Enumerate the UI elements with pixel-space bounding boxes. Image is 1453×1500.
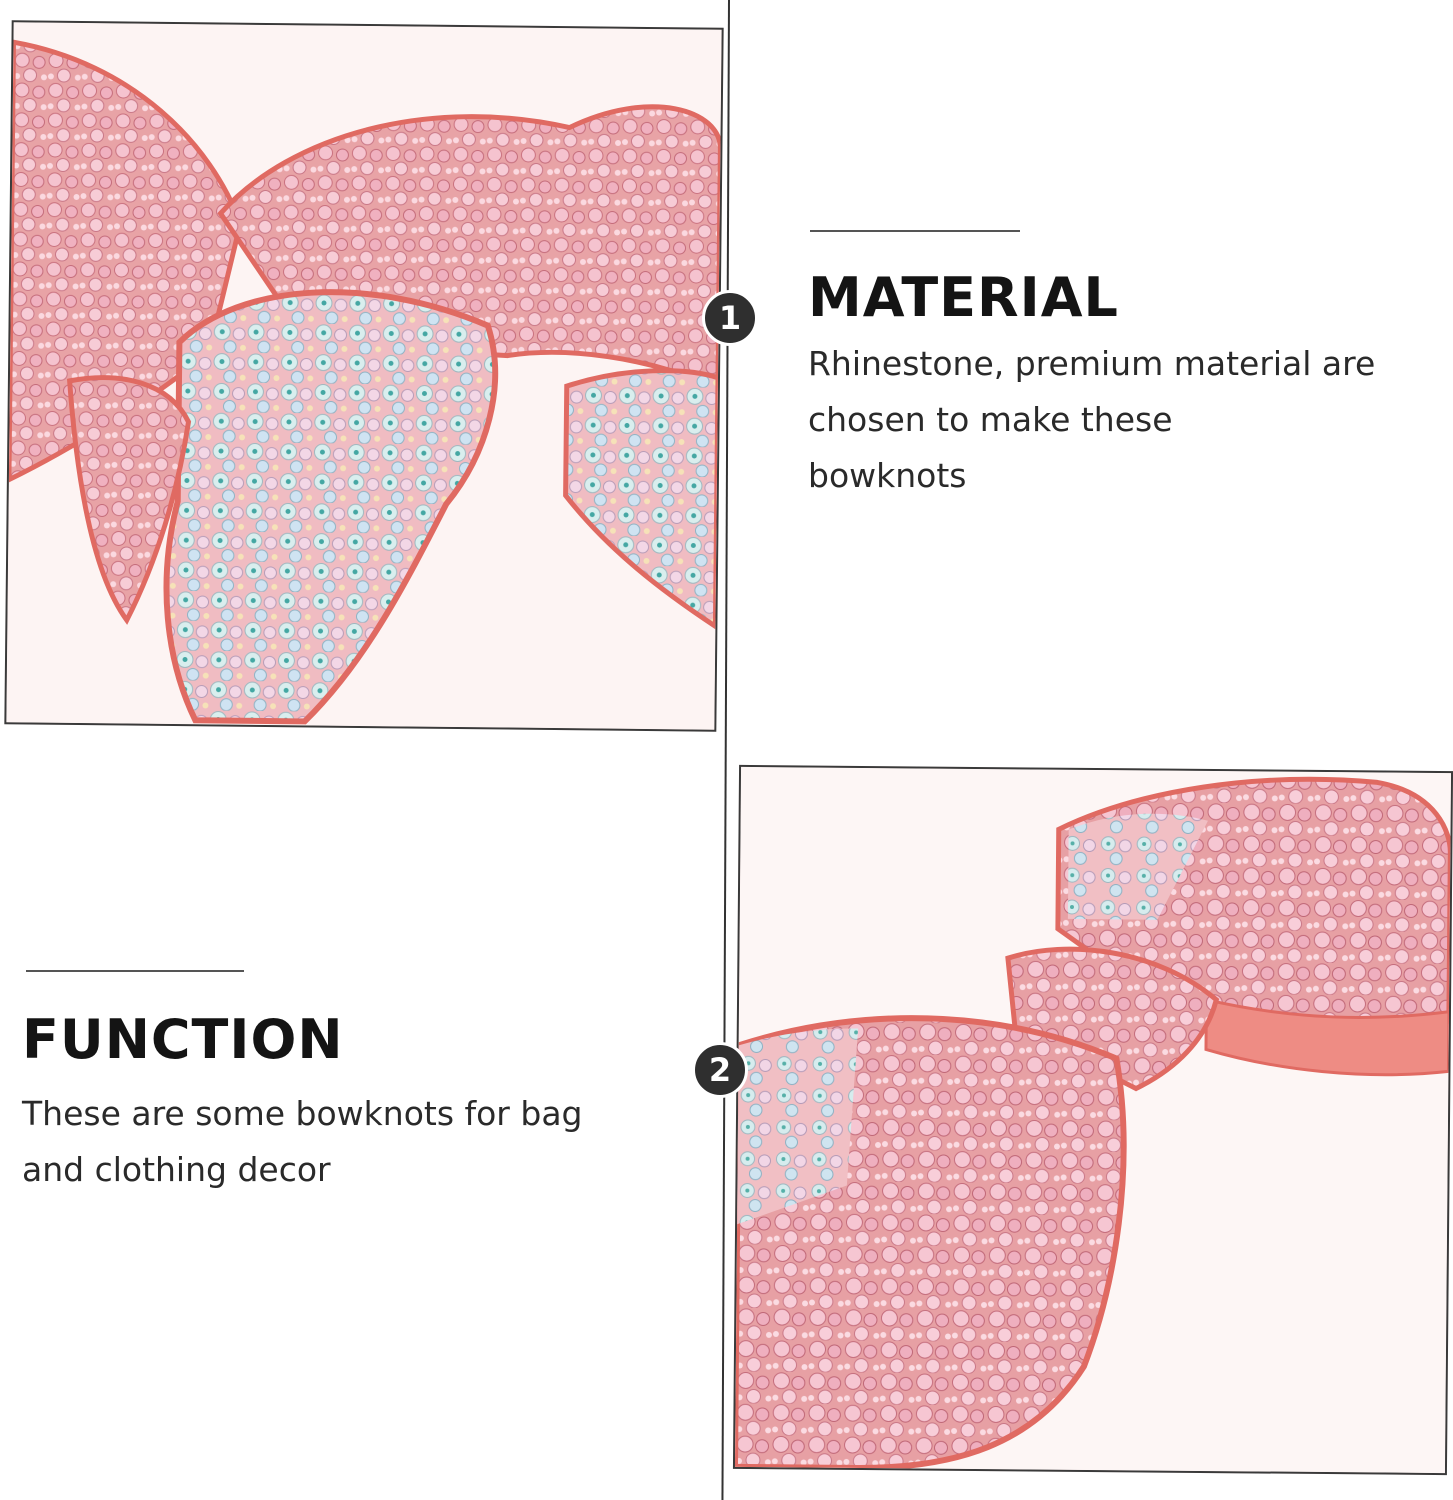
- material-line-2: chosen to make these: [808, 400, 1173, 439]
- material-line-3: bowknots: [808, 456, 967, 495]
- bowknot-image-2: [734, 766, 1452, 1474]
- function-heading: FUNCTION: [22, 1008, 344, 1071]
- function-line-2: and clothing decor: [22, 1150, 331, 1189]
- material-rule: [810, 230, 1020, 232]
- function-rule: [26, 970, 244, 972]
- material-line-1: Rhinestone, premium material are: [808, 344, 1376, 383]
- function-description: These are some bowknots for bag and clot…: [22, 1086, 662, 1198]
- material-heading: MATERIAL: [808, 266, 1119, 329]
- material-description: Rhinestone, premium material are chosen …: [808, 336, 1408, 504]
- material-photo: [4, 20, 724, 732]
- vertical-divider: [721, 0, 730, 1500]
- step-badge-2: 2: [692, 1042, 748, 1098]
- function-photo: [732, 764, 1453, 1476]
- function-line-1: These are some bowknots for bag: [22, 1094, 583, 1133]
- step-badge-1: 1: [702, 290, 758, 346]
- bowknot-image-1: [6, 22, 722, 730]
